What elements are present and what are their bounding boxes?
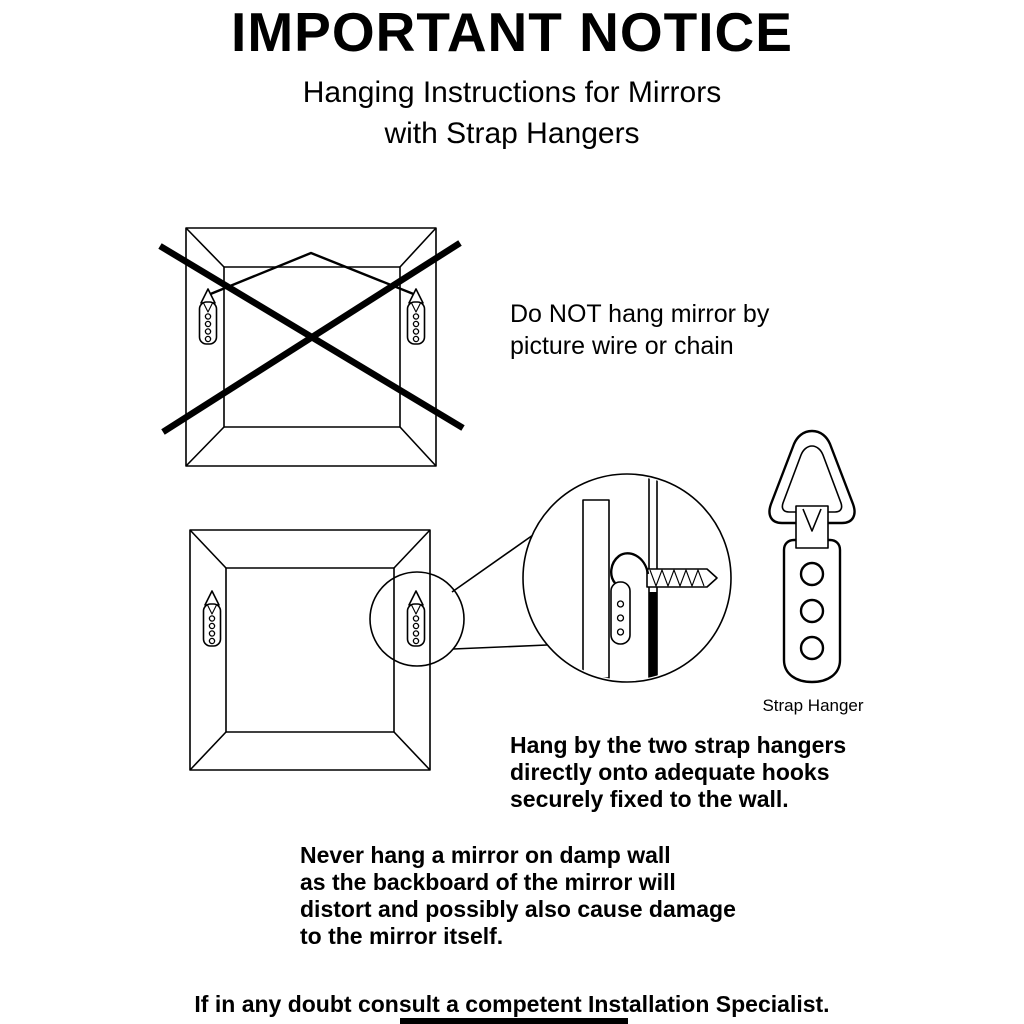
prohibition-cross-icon	[158, 240, 465, 435]
detail-callout-circle	[369, 571, 465, 667]
magnifier-circle	[522, 473, 732, 683]
page-title: IMPORTANT NOTICE	[231, 1, 793, 63]
picture-wire	[207, 251, 417, 297]
strap-hanger-right-icon-2	[406, 590, 426, 647]
hanger-clip	[795, 505, 829, 549]
do-not-note: Do NOT hang mirror by picture wire or ch…	[510, 300, 770, 360]
page-subtitle: Hanging Instructions for Mirrors with St…	[302, 76, 722, 150]
crossed-mirror-diagram	[158, 227, 465, 467]
mirror-frame-back-2	[189, 529, 431, 771]
hanger-strap-side	[610, 581, 631, 645]
hang-by-note: Hang by the two strap hangers directly o…	[510, 732, 847, 812]
hanger-hole-2	[799, 598, 825, 624]
correct-mirror-diagram	[189, 529, 548, 771]
bottom-black-bar	[400, 1018, 628, 1024]
strap-hanger-label: Strap Hanger	[762, 696, 864, 715]
strap-hanger-detail-diagram	[768, 429, 856, 684]
strap-hanger-left-icon-2	[202, 590, 222, 647]
callout-leader-bottom	[452, 644, 548, 650]
screw-body	[646, 568, 718, 588]
wall-fixing-detail	[522, 473, 732, 683]
callout-leader-top	[451, 534, 534, 593]
screw-threads	[649, 569, 705, 587]
wall-shading	[649, 592, 657, 680]
hanger-hole-3	[799, 635, 825, 661]
hanger-hole-1	[799, 561, 825, 587]
strap-hanger-left-icon	[198, 288, 218, 345]
hanger-clip-notch	[802, 508, 822, 532]
damp-wall-note: Never hang a mirror on damp wall as the …	[300, 842, 736, 949]
mirror-frame-back	[185, 227, 437, 467]
specialist-note: If in any doubt consult a competent Inst…	[194, 991, 830, 1017]
hanger-hook	[610, 552, 650, 584]
magnifier-contents	[582, 476, 718, 680]
strap-hanger-right-icon	[406, 288, 426, 345]
